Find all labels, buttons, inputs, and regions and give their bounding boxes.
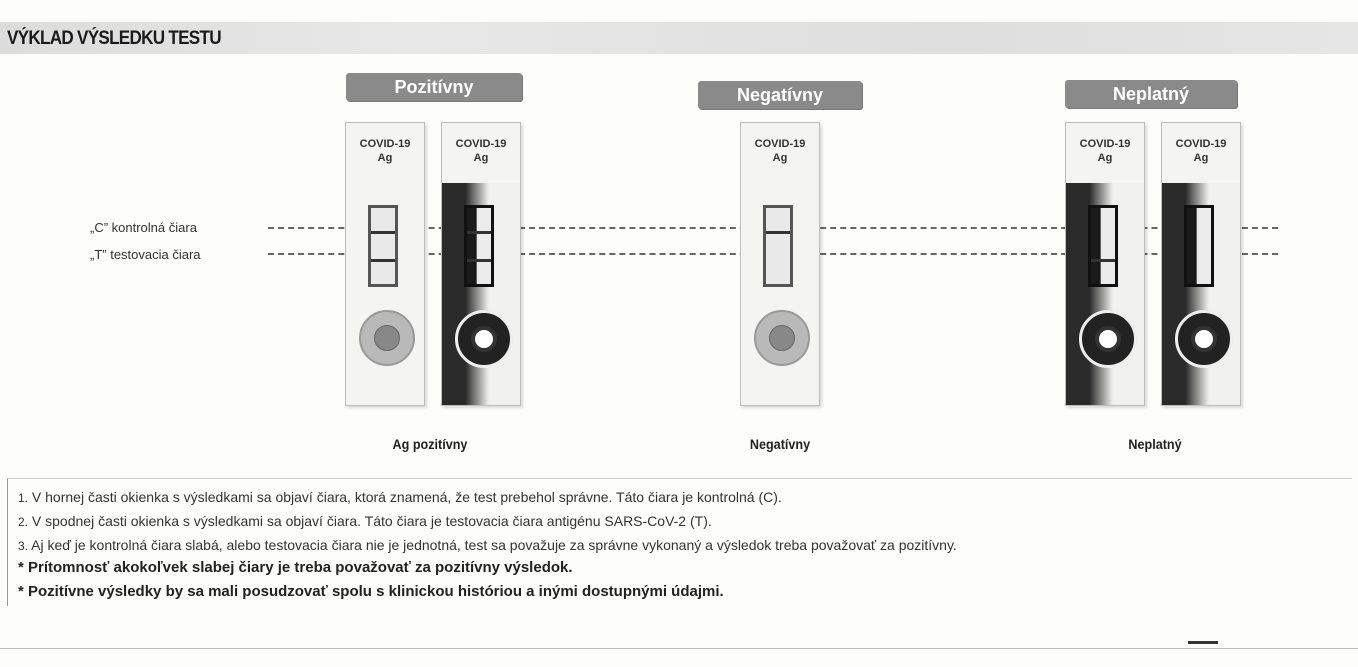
brand-sub: Ag [377, 152, 393, 164]
brand-name: COVID-19 [754, 138, 806, 150]
brand-name: COVID-19 [359, 138, 411, 150]
sample-well [359, 310, 415, 366]
note-1: 1. V hornej časti okienka s výsledkami s… [18, 489, 782, 505]
caption-invalid: Neplatný [1128, 436, 1182, 452]
brand-sub: Ag [1193, 152, 1209, 164]
brand-sub: Ag [772, 152, 788, 164]
caption-positive: Ag pozitívny [392, 436, 468, 452]
result-window [368, 205, 398, 287]
sample-well [1079, 310, 1137, 368]
page-title: VÝKLAD VÝSLEDKU TESTU [7, 28, 222, 49]
brand-sub: Ag [473, 152, 489, 164]
result-window [1088, 205, 1118, 287]
brand-sub: Ag [1097, 152, 1113, 164]
brand-name: COVID-19 [1079, 138, 1131, 150]
bold-note-1: * Prítomnosť akokoľvek slabej čiary je t… [18, 559, 573, 576]
notes-box: 1. V hornej časti okienka s výsledkami s… [7, 478, 1352, 606]
result-window [464, 205, 494, 287]
badge-positive: Pozitívny [346, 73, 522, 101]
bottom-rule [0, 648, 1358, 649]
control-line [371, 231, 395, 234]
badge-invalid: Neplatný [1065, 80, 1237, 108]
note-3: 3. Aj keď je kontrolná čiara slabá, aleb… [18, 537, 957, 553]
sample-well [754, 310, 810, 366]
brand-name: COVID-19 [1175, 138, 1227, 150]
note-text: Aj keď je kontrolná čiara slabá, alebo t… [31, 537, 957, 553]
note-number: 2. [18, 515, 29, 529]
brand-name: COVID-19 [455, 138, 507, 150]
control-line-label: „C” kontrolná čiara [90, 220, 197, 235]
note-text: V hornej časti okienka s výsledkami sa o… [31, 489, 782, 505]
badge-negative: Negatívny [698, 81, 862, 109]
note-text: V spodnej časti okienka s výsledkami sa … [31, 513, 712, 529]
sample-well [1175, 310, 1233, 368]
title-bar [0, 22, 1358, 54]
result-window [763, 205, 793, 287]
caption-negative: Negatívny [749, 436, 811, 452]
test-line [1091, 259, 1115, 262]
note-number: 3. [18, 539, 29, 553]
test-line-label: „T” testovacia čiara [90, 247, 201, 262]
note-2: 2. V spodnej časti okienka s výsledkami … [18, 513, 712, 529]
bold-note-2: * Pozitívne výsledky by sa mali posudzov… [18, 583, 724, 600]
note-number: 1. [18, 491, 29, 505]
test-line [371, 259, 395, 262]
control-line [467, 231, 491, 234]
control-line [766, 231, 790, 234]
corner-mark [1188, 641, 1218, 644]
sample-well [455, 310, 513, 368]
test-line [467, 259, 491, 262]
result-window [1184, 205, 1214, 287]
